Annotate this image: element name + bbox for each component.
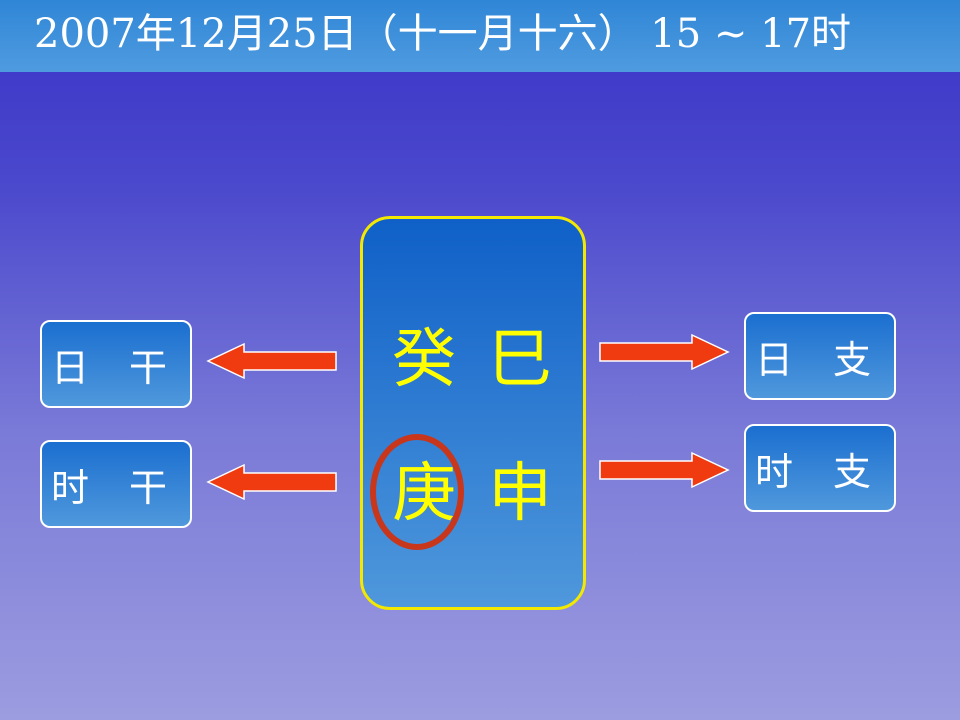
arrow-to-hour-branch <box>599 451 730 489</box>
arrow-to-hour-stem <box>206 463 337 501</box>
glyph-day-stem: 癸 <box>392 323 456 397</box>
glyph-hour-branch: 申 <box>488 457 552 531</box>
glyph-day-branch: 巳 <box>488 323 552 397</box>
arrow-to-day-stem <box>206 342 337 380</box>
label-day-branch: 日 支 <box>744 312 896 400</box>
highlight-ring <box>370 434 464 550</box>
title-bar: 2007年12月25日（十一月十六） 15 ~ 17时 <box>0 0 960 72</box>
label-day-stem: 日 干 <box>40 320 192 408</box>
label-hour-stem: 时 干 <box>40 440 192 528</box>
page-title: 2007年12月25日（十一月十六） 15 ~ 17时 <box>34 11 852 57</box>
label-hour-branch: 时 支 <box>744 424 896 512</box>
arrow-to-day-branch <box>599 333 730 371</box>
